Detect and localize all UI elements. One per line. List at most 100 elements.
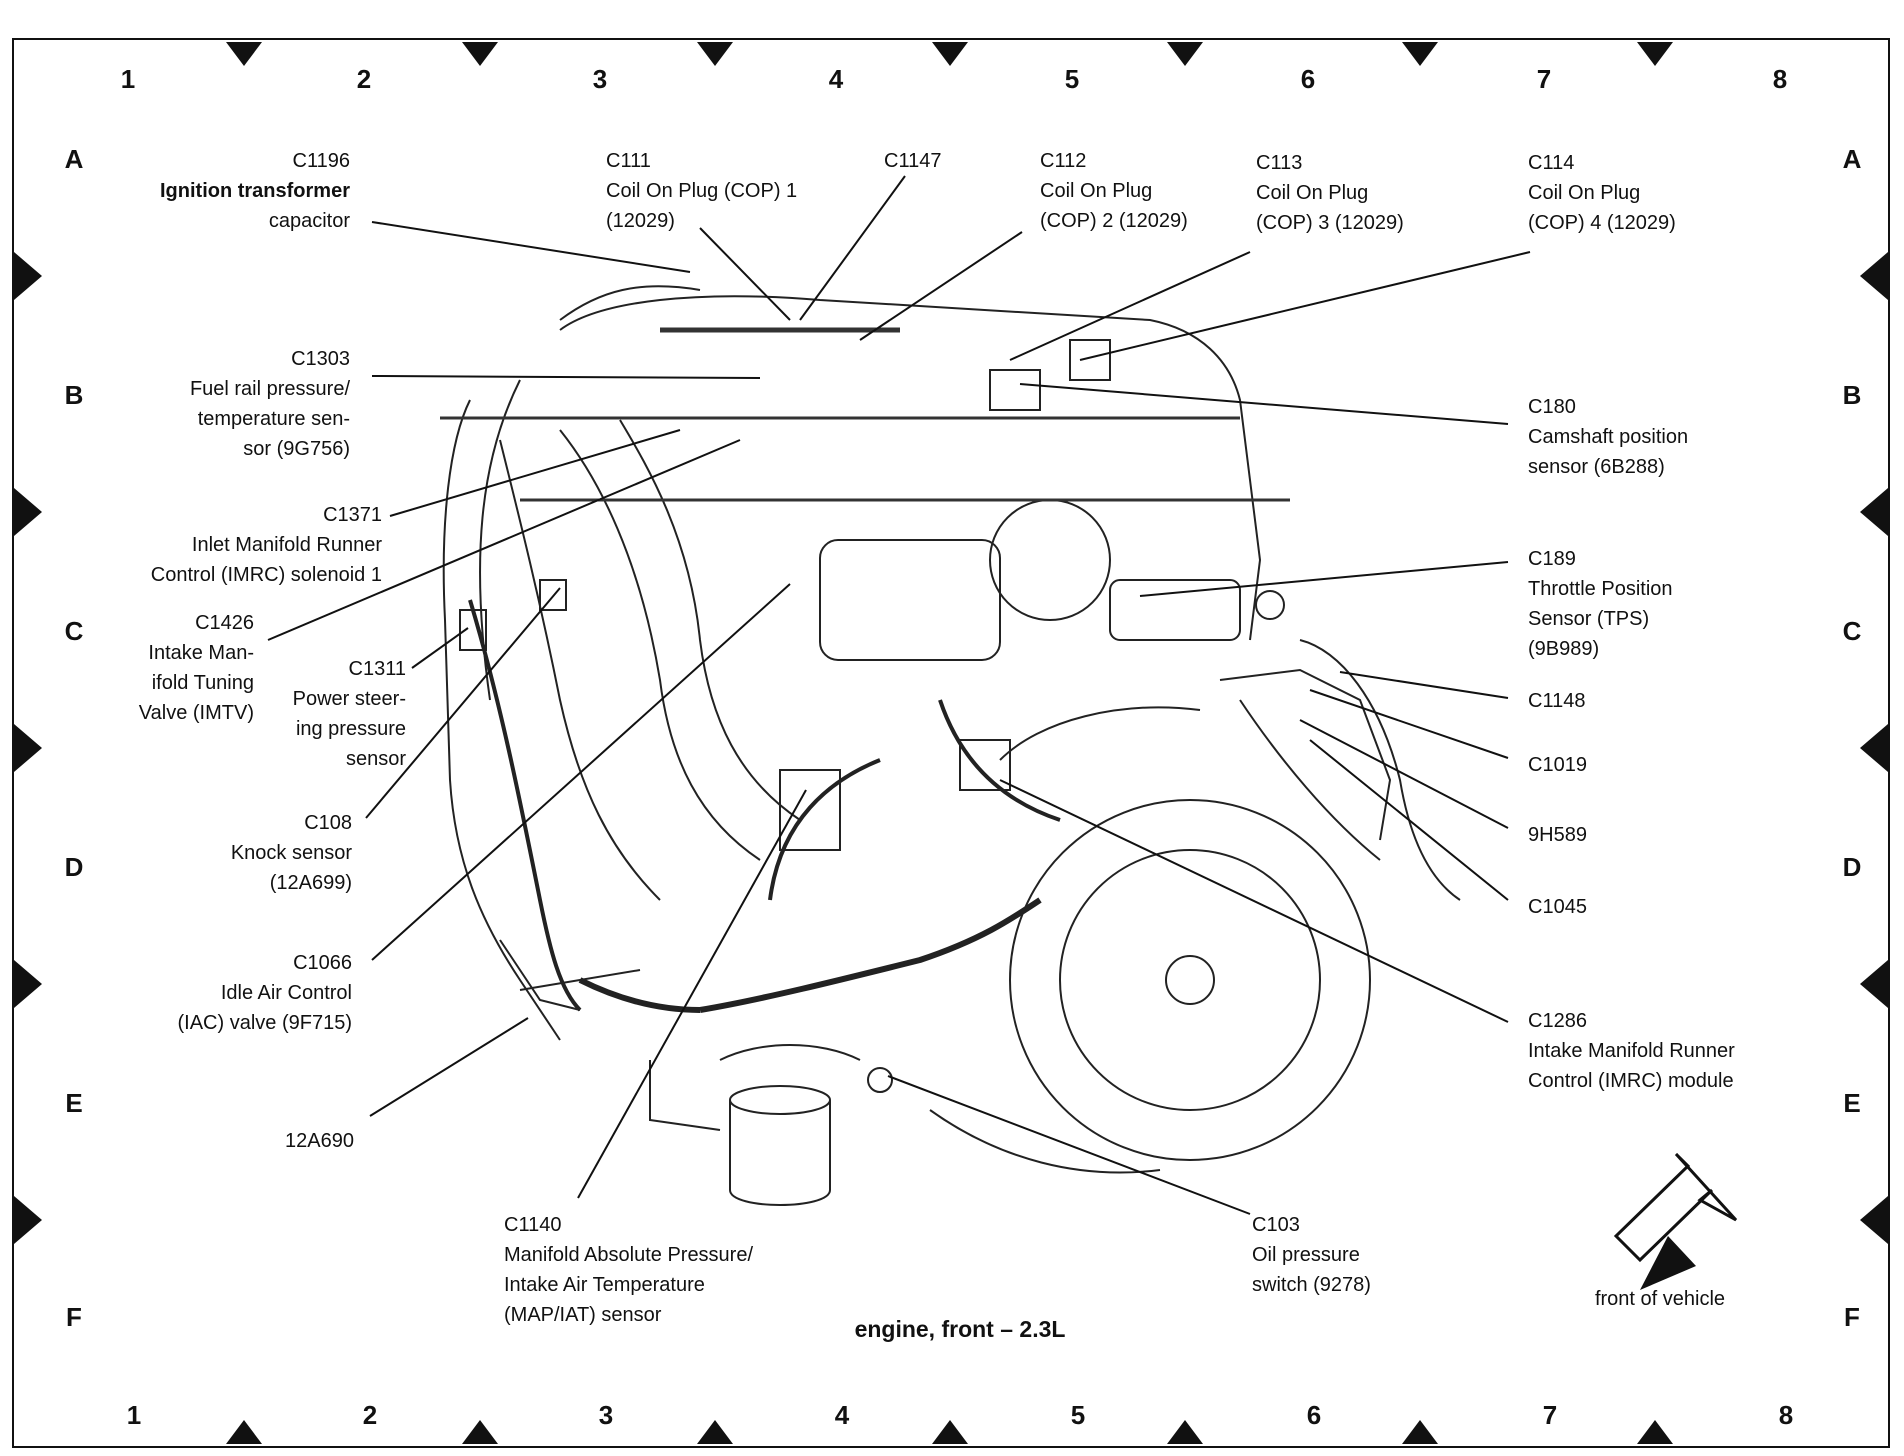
grid-marker [932,42,968,66]
valve-cover-outline [559,295,1262,641]
callout-c113: C113 Coil On Plug (COP) 3 (12029) [1256,148,1404,238]
part-number: (COP) 3 (12029) [1256,212,1404,234]
callout-c1196: C1196 Ignition transformer capacitor [160,146,350,236]
connector-id: C180 [1528,396,1576,418]
front-arrow-head [1640,1236,1696,1290]
part-number: (COP) 4 (12029) [1528,212,1676,234]
grid-column-top: 1 [120,64,136,94]
component-name: Ignition transformer [159,180,350,202]
connector-id: C1019 [1528,754,1587,776]
grid-column-top: 2 [356,64,372,94]
grid-column-bottom: 1 [126,1400,142,1430]
connector-id: C1286 [1528,1010,1587,1032]
wiring-harness [1239,699,1381,861]
grid-row-right: F [1844,1302,1860,1332]
grid-column-bottom: 2 [362,1400,378,1430]
timing-cover [999,706,1201,761]
grid-marker [932,1420,968,1444]
grid-marker [1167,42,1203,66]
oil-pan [649,1060,721,1131]
cop4 [1069,339,1111,381]
grid-row-left: B [64,380,84,410]
grid-row-right: B [1842,380,1862,410]
leader-c111 [699,227,791,321]
grid-marker [1402,42,1438,66]
harness-branch [938,699,1061,822]
pulley-inner [1059,849,1321,1111]
callout-c1303: C1303 Fuel rail pressure/ temperature se… [190,344,350,464]
component-name: ing pressure [295,718,406,740]
leader-c108 [365,587,561,819]
component-name: Inlet Manifold Runner [191,534,382,556]
component-name: Control (IMRC) solenoid 1 [150,564,382,586]
callout-9h589: 9H589 [1528,820,1587,850]
grid-row-right: A [1842,144,1862,174]
component-name: Valve (IMTV) [138,702,254,724]
tps-housing [1109,579,1241,641]
connector-id: C1045 [1528,896,1587,918]
intake-runner [499,439,661,901]
callout-c111: C111 Coil On Plug (COP) 1 (12029) [606,146,797,236]
grid-row-left: E [65,1088,83,1118]
connector-id: C1426 [195,612,254,634]
component-name: Intake Man- [148,642,254,664]
diagram-border [12,38,1890,1448]
leader-c1045 [1309,739,1509,901]
grid-column-top: 7 [1536,64,1552,94]
grid-marker [1637,1420,1673,1444]
grid-column-bottom: 4 [834,1400,850,1430]
callout-c1066: C1066 Idle Air Control (IAC) valve (9F71… [178,948,353,1038]
component-name: sensor [345,748,406,770]
front-of-vehicle-label: front of vehicle [1594,1288,1726,1310]
component-name: Intake Manifold Runner [1528,1040,1735,1062]
grid-marker [226,1420,262,1444]
cam-sensor [989,369,1041,411]
leader-c1140 [577,789,807,1199]
throttle-bore [989,499,1111,621]
intake-runner [559,429,761,861]
connector-id: C114 [1528,152,1575,174]
callout-c1311: C1311 Power steer- ing pressure sensor [293,654,406,774]
connector-id: C103 [1252,1214,1300,1236]
grid-column-bottom: 8 [1778,1400,1794,1430]
component-name: Manifold Absolute Pressure/ [504,1244,754,1266]
grid-marker [1860,1196,1888,1244]
grid-marker [462,42,498,66]
connector-id: C1196 [292,150,350,172]
grid-row-left: D [64,852,84,882]
harness-bands [440,327,1290,502]
connector-id: C1147 [884,150,942,172]
leader-c113 [1009,251,1251,361]
callout-c1147: C1147 [884,146,941,176]
grid-column-bottom: 5 [1070,1400,1086,1430]
grid-marker [1402,1420,1438,1444]
connector-id: C189 [1528,548,1576,570]
leader-c112 [859,231,1023,341]
coil-area [559,285,701,321]
component-name: Idle Air Control [220,982,352,1004]
component-name: switch (9278) [1252,1274,1371,1296]
connector-id: C1303 [291,348,350,370]
leader-c1303 [371,375,761,379]
grid-marker [1637,42,1673,66]
leader-c1019 [1309,689,1509,759]
leader-c1311 [411,627,469,669]
oil-filter [729,1100,831,1206]
bracket [519,969,641,991]
component-name: Coil On Plug [1040,180,1153,202]
component-name: Fuel rail pressure/ [189,378,350,400]
accessory-bracket [1219,668,1392,841]
leader-c180 [1019,383,1509,425]
grid-row-right: D [1842,852,1862,882]
map-sensor [779,769,841,851]
component-name: temperature sen- [197,408,350,430]
grid-marker [462,1420,498,1444]
callout-c114: C114 Coil On Plug (COP) 4 (12029) [1528,148,1676,238]
grid-marker [1860,960,1888,1008]
part-number: (COP) 2 (12029) [1040,210,1188,232]
grid-column-top: 5 [1064,64,1080,94]
imtv-connector [459,609,487,651]
grid-marker [697,1420,733,1444]
grid-column-bottom: 3 [598,1400,614,1430]
